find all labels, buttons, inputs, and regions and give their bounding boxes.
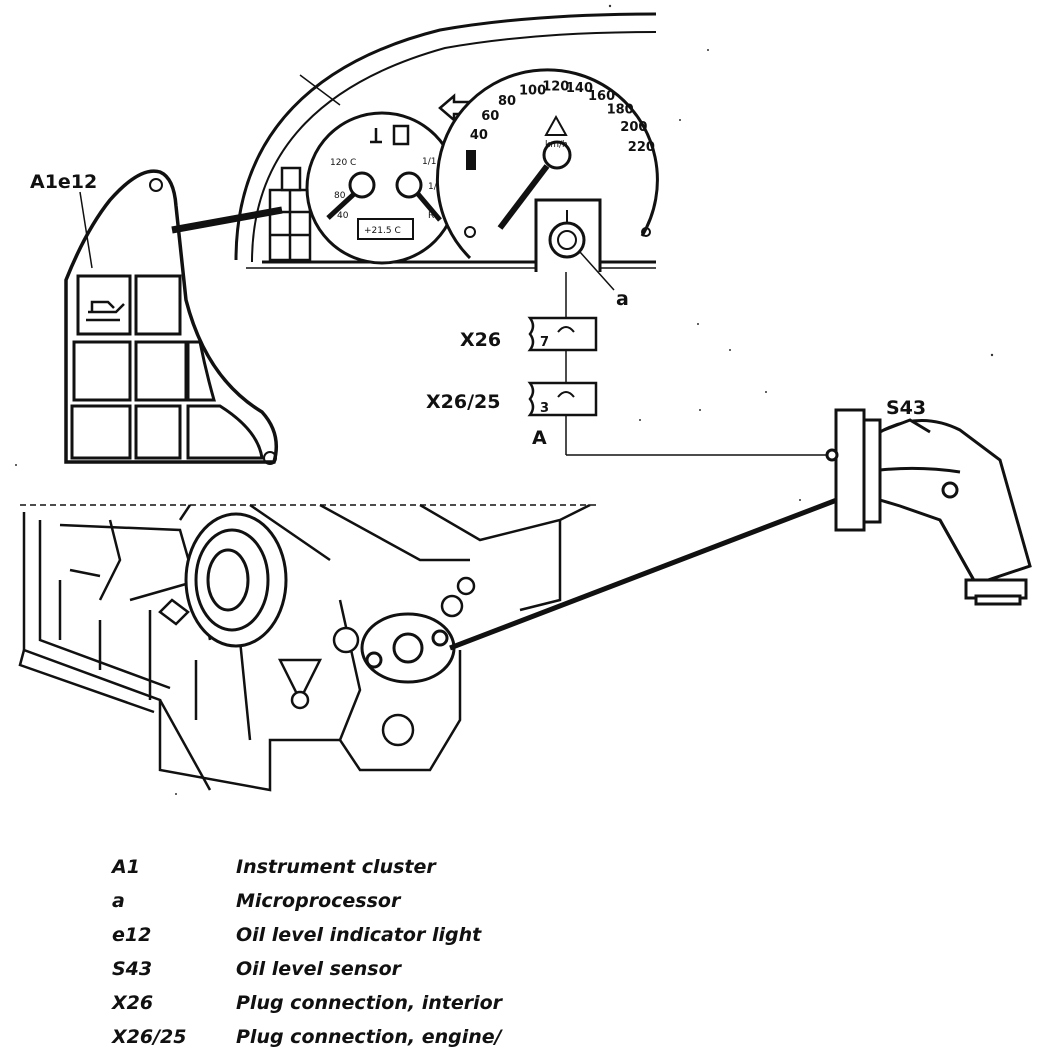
temp-40-label: 40 — [337, 211, 349, 221]
cluster-warning-lamps — [268, 166, 312, 262]
temp-120-label: 120 C — [330, 158, 356, 168]
legend-code: A1 — [112, 856, 140, 878]
legend-description: Oil level sensor — [236, 958, 402, 980]
callout-a1e12: A1e12 — [30, 171, 97, 193]
oil-level-sensor-mount — [360, 612, 456, 684]
warning-lamp-panel-enlarged — [64, 169, 278, 465]
crankshaft-pulley — [184, 512, 288, 648]
legend-row: A1 Instrument cluster — [112, 850, 552, 884]
speed-tick-label: 220 — [628, 140, 655, 155]
callout-x26: X26 — [460, 329, 501, 351]
wiring-diagram: 120 C 80 40 1/1 1/2 R +21.5 C km/h 40608… — [15, 4, 1032, 795]
speed-tick-label: 80 — [498, 94, 516, 109]
legend-row: e12 Oil level indicator light — [112, 918, 552, 952]
fuel-reserve-label: R — [428, 211, 434, 221]
engine-bolts — [290, 576, 476, 747]
speed-tick-label: 60 — [481, 109, 499, 124]
speed-tick-label: 180 — [607, 102, 634, 117]
callout-connector-a: A — [532, 427, 547, 449]
legend-description: Microprocessor — [236, 890, 401, 912]
temp-80-label: 80 — [334, 191, 346, 201]
outside-temp-display: +21.5 C — [364, 226, 401, 236]
wiring-harness — [565, 272, 832, 456]
fuel-half-label: 1/2 — [428, 182, 442, 192]
legend-row: X26 Plug connection, interior — [112, 986, 552, 1020]
speed-tick-label: 120 — [542, 79, 569, 94]
callout-s43: S43 — [886, 397, 926, 419]
speed-tick-label: 40 — [470, 128, 488, 143]
legend-code: X26/25 — [112, 1026, 187, 1048]
oil-can-icon — [86, 300, 125, 322]
engine-block — [18, 503, 600, 792]
legend-code: e12 — [112, 924, 152, 946]
legend-description: Plug connection, engine/ — [236, 1026, 502, 1048]
legend-row: X26/25 Plug connection, engine/ — [112, 1020, 552, 1054]
oil-level-sensor-s43 — [825, 408, 1032, 606]
legend-description: Oil level indicator light — [236, 924, 482, 946]
connector-x26: 7 — [527, 316, 598, 352]
microprocessor: a — [534, 198, 629, 310]
fuel-full-label: 1/1 — [422, 157, 436, 167]
connector-x26-25-pin: 3 — [540, 401, 549, 416]
connector-x26-pin: 7 — [540, 335, 549, 350]
legend-row: S43 Oil level sensor — [112, 952, 552, 986]
speed-units-label: km/h — [545, 140, 568, 150]
legend-code: S43 — [112, 958, 153, 980]
panel-leader-line — [171, 206, 283, 234]
scan-speckles — [15, 4, 994, 795]
speed-tick-label: 100 — [519, 84, 546, 99]
legend-code: a — [112, 890, 125, 912]
legend-description: Instrument cluster — [236, 856, 436, 878]
callout-a: a — [616, 288, 629, 310]
temperature-fuel-gauge: 120 C 80 40 1/1 1/2 R +21.5 C — [305, 111, 459, 265]
callout-x26-25: X26/25 — [426, 391, 500, 413]
speed-tick-label: 200 — [620, 120, 647, 135]
legend-description: Plug connection, interior — [236, 992, 503, 1014]
speed-tick-label: 160 — [588, 89, 615, 104]
legend-row: a Microprocessor — [112, 884, 552, 918]
sensor-leader-line — [449, 495, 843, 651]
connector-x26-25: 3 — [527, 381, 598, 417]
speed-tick-label: 140 — [566, 81, 593, 96]
legend-code: X26 — [112, 992, 154, 1014]
